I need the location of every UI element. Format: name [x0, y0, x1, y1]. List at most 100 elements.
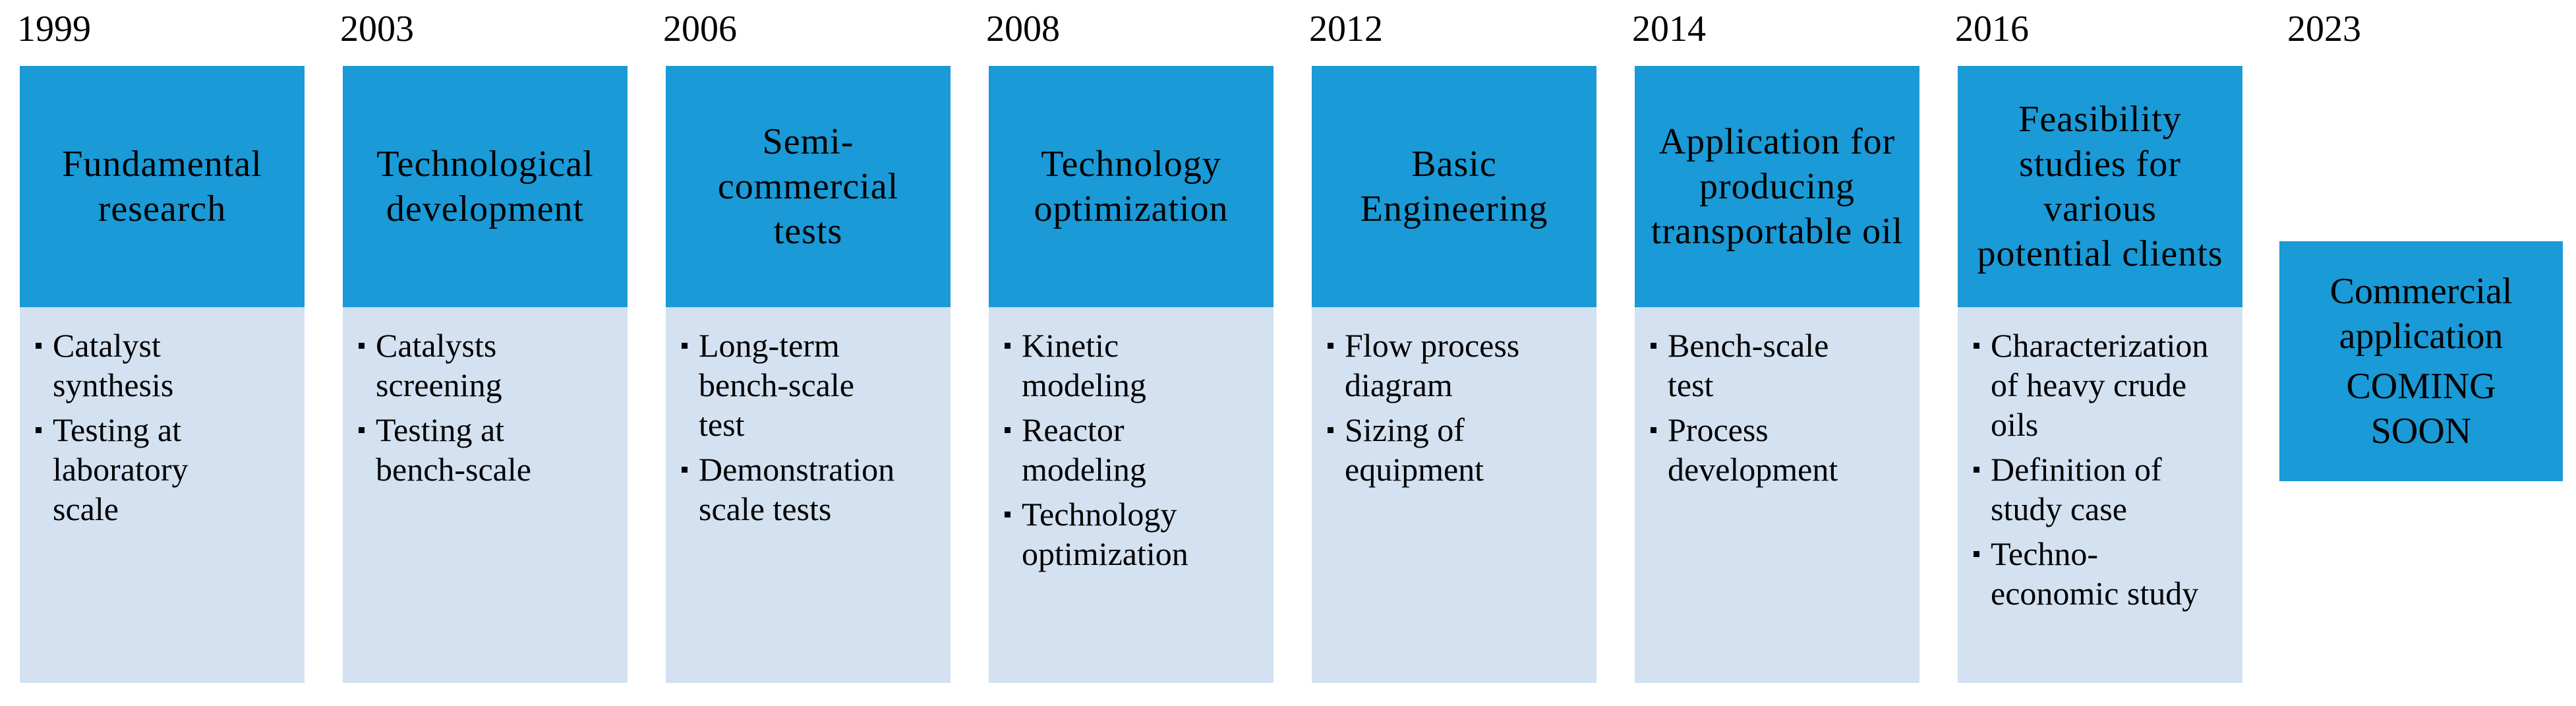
stage-year: 2014	[1632, 9, 1706, 49]
final-title-line: Commercial	[2329, 271, 2513, 312]
stage-title-line: studies for	[2019, 144, 2181, 185]
final-stage-status: COMING SOON	[2346, 364, 2496, 454]
bullet-square-icon	[1651, 343, 1656, 349]
stage-bullet-line: Demonstration	[699, 451, 895, 488]
stage-title-line: Engineering	[1360, 189, 1548, 229]
stage-year: 2016	[1955, 9, 2029, 49]
stage-bullet-line: optimization	[1022, 535, 1188, 572]
final-stage-box: Commercial application COMING SOON	[2279, 241, 2563, 481]
bullet-square-icon	[1328, 427, 1333, 433]
stage-title-line: various	[2043, 189, 2157, 229]
stage-year: 2006	[663, 9, 737, 49]
bullet-square-icon	[682, 343, 688, 349]
bullet-square-icon	[1651, 427, 1656, 433]
bullet-square-icon	[36, 343, 42, 349]
stage-title-line: development	[386, 189, 585, 229]
stage-bullet-line: diagram	[1345, 367, 1453, 403]
stage-bullet-line: economic study	[1991, 575, 2199, 612]
stage-bullet-line: test	[1668, 367, 1714, 403]
stage-title-line: Technology	[1041, 144, 1221, 185]
stage-bullet-line: Techno-	[1991, 535, 2099, 572]
final-title-line: application	[2339, 316, 2503, 357]
final-status-line: SOON	[2370, 411, 2472, 452]
bullet-square-icon	[359, 427, 365, 433]
bullet-square-icon	[359, 343, 365, 349]
stage-title-line: Feasibility	[2018, 99, 2182, 140]
stage-bullet-line: Catalysts	[376, 327, 497, 364]
stage-bullet-line: study case	[1991, 490, 2127, 527]
stage-bullet-line: Process	[1668, 411, 1769, 448]
final-stage-year: 2023	[2287, 9, 2361, 49]
final-status-line: COMING	[2346, 366, 2496, 407]
stage-bullet-line: modeling	[1022, 367, 1146, 403]
stage-title-line: transportable oil	[1651, 211, 1904, 252]
stage-bullet-line: development	[1668, 451, 1838, 488]
stage-year: 1999	[17, 9, 91, 49]
stage-bullet-line: modeling	[1022, 451, 1146, 488]
stage-bullet-item: Techno-economic study	[1971, 534, 2233, 613]
stage-title-line: Technological	[376, 144, 594, 185]
stage-bullet-line: screening	[376, 367, 502, 403]
stage-bullet-line: Definition of	[1991, 451, 2162, 488]
bullet-square-icon	[1974, 467, 1979, 473]
stage-title-line: commercial	[717, 166, 899, 207]
stage-bullet-line: Characterization	[1991, 327, 2209, 364]
bullet-square-icon	[1005, 343, 1010, 349]
bullet-square-icon	[1005, 427, 1010, 433]
stage-title-line: tests	[773, 211, 843, 252]
stage-bullet-line: Sizing of	[1345, 411, 1465, 448]
bullet-square-icon	[682, 467, 688, 473]
stage-bullet-line: Kinetic	[1022, 327, 1119, 364]
stage-bullet-line: scale	[53, 490, 119, 527]
stage-bullet-line: Flow process	[1345, 327, 1520, 364]
bullet-square-icon	[1328, 343, 1333, 349]
stage-title-line: producing	[1699, 166, 1856, 207]
stage-year: 2008	[986, 9, 1060, 49]
stage-bullet-line: Bench-scale	[1668, 327, 1829, 364]
stage-title-line: research	[98, 189, 227, 229]
stage-year: 2003	[340, 9, 414, 49]
stage-bullet-line: oils	[1991, 406, 2039, 443]
stage-title-line: optimization	[1034, 189, 1229, 229]
bullet-square-icon	[1974, 343, 1979, 349]
stage-bullet-line: Technology	[1022, 496, 1177, 533]
bullet-square-icon	[1974, 551, 1979, 557]
stage-bullet-line: scale tests	[699, 490, 832, 527]
final-stage-title: Commercial application	[2330, 269, 2513, 359]
